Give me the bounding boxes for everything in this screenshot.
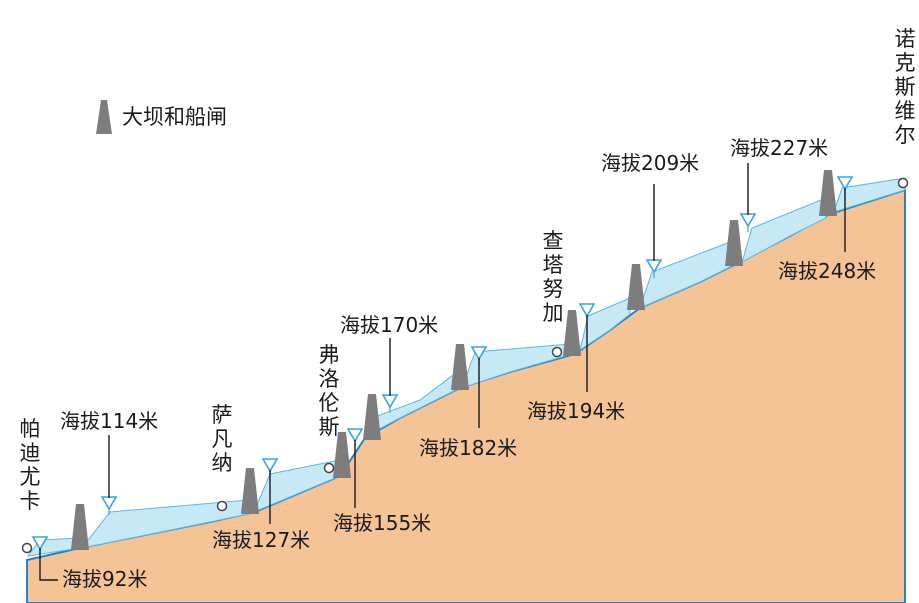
elevation-marker-9: 海拔227米 <box>730 136 828 232</box>
city-name-char: 尤 <box>20 465 41 489</box>
dam-5 <box>451 344 469 390</box>
elevation-marker-8: 海拔209米 <box>601 151 699 278</box>
city-name-char: 卡 <box>20 489 41 513</box>
city-name-char: 萨 <box>212 403 233 427</box>
water-level-icon <box>100 496 118 511</box>
dams-and-locks <box>71 170 837 550</box>
elevation-label: 海拔248米 <box>778 259 876 283</box>
elevation-label: 海拔182米 <box>419 436 517 460</box>
elevation-label: 海拔170米 <box>340 313 438 337</box>
dam-7 <box>627 264 645 310</box>
elevation-marker-5: 海拔170米 <box>340 313 438 413</box>
elevation-label: 海拔92米 <box>62 567 147 591</box>
city-2: 萨凡纳 <box>212 403 233 512</box>
water-level-icon <box>836 176 854 191</box>
dam-2 <box>241 468 259 514</box>
city-name-char: 诺 <box>895 27 916 51</box>
city-name-char: 塔 <box>543 253 564 277</box>
water-level-icon <box>470 346 488 361</box>
city-dot <box>216 500 228 512</box>
elevation-marker-1: 海拔92米 <box>31 536 147 591</box>
city-name-char: 纳 <box>212 451 233 475</box>
dam-3 <box>333 432 351 478</box>
legend-label: 大坝和船闸 <box>122 105 227 129</box>
city-name-char: 努 <box>543 277 564 301</box>
elevation-label: 海拔127米 <box>212 528 310 552</box>
elevation-marker-2: 海拔114米 <box>60 409 158 515</box>
city-name-char: 伦 <box>319 391 340 415</box>
dam-legend-icon <box>96 100 112 134</box>
elevation-label: 海拔114米 <box>60 409 158 433</box>
water-level-icon <box>739 213 757 228</box>
elevation-label: 海拔227米 <box>730 136 828 160</box>
dam-4 <box>363 394 381 440</box>
dam-6 <box>563 310 581 356</box>
dam-8 <box>725 220 743 266</box>
water-level-icon <box>346 428 364 443</box>
water-level-icon <box>31 536 49 551</box>
elevation-marker-7: 海拔194米 <box>527 303 625 423</box>
elevation-marker-10: 海拔248米 <box>778 176 876 283</box>
water-level-icon <box>381 394 399 409</box>
dam-9 <box>819 170 837 216</box>
city-name-char: 帕 <box>20 417 41 441</box>
city-name-char: 斯 <box>895 75 916 99</box>
city-name-char: 迪 <box>20 441 41 465</box>
water-level-icon <box>261 458 279 473</box>
elevation-label: 海拔209米 <box>601 151 699 175</box>
leader-line <box>39 548 58 581</box>
city-name-char: 尔 <box>895 123 916 147</box>
elevation-marker-6: 海拔182米 <box>419 346 517 460</box>
city-name-char: 克 <box>895 51 916 75</box>
water-level-icon <box>578 303 596 318</box>
city-name-char: 凡 <box>212 427 233 451</box>
elevation-label: 海拔155米 <box>333 511 431 535</box>
reservoir-9 <box>833 177 906 213</box>
elevation-marker-3: 海拔127米 <box>212 458 310 552</box>
city-dot <box>21 542 33 554</box>
city-name-char: 弗 <box>319 343 340 367</box>
elevation-marker-4: 海拔155米 <box>333 428 431 535</box>
city-dot <box>551 346 563 358</box>
city-dot <box>323 462 335 474</box>
city-name-char: 加 <box>543 301 564 325</box>
elevation-label: 海拔194米 <box>527 399 625 423</box>
legend: 大坝和船闸 <box>96 100 227 134</box>
city-name-char: 洛 <box>319 367 340 391</box>
city-dot <box>897 177 909 189</box>
city-name-char: 查 <box>543 229 564 253</box>
dam-1 <box>71 504 89 550</box>
terrain-profile <box>26 188 906 603</box>
city-name-char: 维 <box>895 99 916 123</box>
city-name-char: 斯 <box>319 415 340 439</box>
